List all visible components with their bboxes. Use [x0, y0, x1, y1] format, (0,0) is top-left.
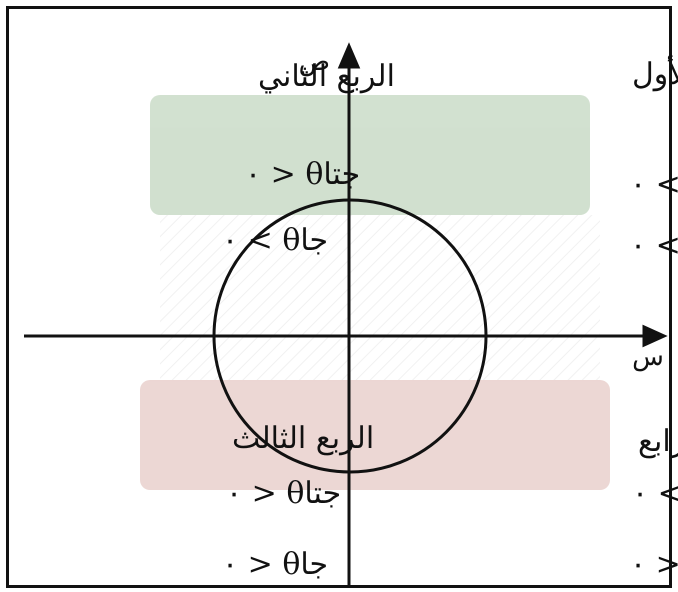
quadrant-third-title: الربع الثالث	[232, 421, 374, 456]
quadrant-fourth-sin: جاθ < ٠	[630, 547, 678, 582]
quadrant-third-cos: جتاθ < ٠	[226, 476, 341, 511]
quadrant-fourth-cos: جتاθ > ٠	[632, 476, 678, 511]
quadrant-first-cos: جتاθ > ٠	[630, 167, 678, 202]
quadrant-third-sin: جاθ < ٠	[222, 547, 328, 582]
quadrant-fourth-title: الربع الرابع	[638, 424, 678, 459]
quadrant-first-title: الربع الأول	[632, 56, 678, 92]
x-axis-label: س	[632, 342, 664, 372]
bg-green-band	[150, 95, 590, 215]
background-watermark	[140, 95, 610, 490]
quadrant-second-title: الربع الثاني	[258, 59, 395, 94]
quadrant-first-sin: جاθ > ٠	[630, 228, 678, 263]
quadrant-second-sin: جاθ > ٠	[222, 223, 328, 258]
bg-red-band	[140, 380, 610, 490]
quadrant-second-cos: جتاθ < ٠	[245, 157, 360, 192]
